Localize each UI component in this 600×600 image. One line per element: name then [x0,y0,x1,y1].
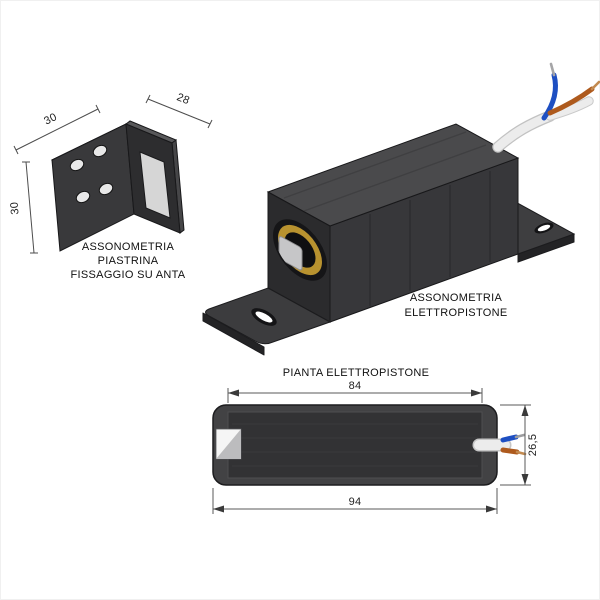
bracket-caption-line2: PIASTRINA [98,255,159,267]
bracket-caption: ASSONOMETRIA PIASTRINA FISSAGGIO SU ANTA [71,241,186,281]
plan-body-grain [232,423,478,467]
arrowhead [486,505,497,513]
rear-flange-slot [534,222,554,234]
front-mounting-flange [202,287,332,356]
bracket-hole [92,144,108,158]
brown-wire-tip [590,80,600,91]
front-flange-edge [202,312,265,356]
bracket-dim-top-width-label: 30 [42,111,59,128]
plan-body [227,411,483,479]
bracket-hole [75,190,91,204]
plan-piston-window [215,428,242,460]
bracket-dim-height-label: 30 [9,201,22,215]
plan-piston-plunger [216,429,241,459]
bracket-hole [98,182,114,196]
arrowhead [228,389,239,397]
body-top-grain [283,131,487,212]
plan-dim-body-length-label: 84 [349,380,362,392]
bracket-hole [69,158,85,172]
plan-dim-overall-width-label: 26,5 [527,434,539,457]
plan-brown-wire-tip [515,450,527,456]
plan-dim-overall-length-label: 94 [349,496,362,508]
bracket-dim-top-width [13,104,101,155]
bracket-plate-face [51,123,135,252]
plan-dim-overall-width: 26,5 [500,404,539,486]
white-wire [546,97,593,120]
electropiston-plan-view: PIANTA ELETTROPISTONE [212,367,539,514]
electropiston-isometric-view: ASSONOMETRIA ELETTROPISTONE [202,62,600,356]
blue-wire [541,72,559,121]
plan-blue-wire-tip [514,433,526,439]
bracket-flange-window [139,151,171,219]
plan-dim-overall-length: 94 [212,488,498,514]
arrowhead [521,474,529,485]
bracket-dim-height [22,161,38,254]
arrowhead [471,389,482,397]
blue-wire-tip [549,62,556,77]
plan-brown-wire [500,447,520,455]
iso-wires [492,62,600,153]
plan-blue-wire [500,434,519,443]
plan-title: PIANTA ELETTROPISTONE [283,367,429,379]
bracket-dim-flange-depth [145,94,213,129]
bracket-isometric-view: 30 28 30 ASSONOMETRIA PIASTRINA FISSAGGI… [9,91,213,281]
arrowhead [213,505,224,513]
bracket-screw-holes [69,144,114,204]
piston-bore [273,219,327,281]
electropiston-iso-caption: ASSONOMETRIA ELETTROPISTONE [404,292,507,319]
iso-caption-line2: ELETTROPISTONE [404,307,507,319]
plan-dim-body-length: 84 [227,380,483,403]
brown-wire [547,86,595,116]
body-side-grain [369,171,491,306]
iso-caption-line1: ASSONOMETRIA [410,292,503,304]
bracket-caption-line3: FISSAGGIO SU ANTA [71,269,186,281]
arrowhead [521,405,529,416]
front-flange-slot [251,308,277,326]
plan-wires [472,433,527,456]
bracket-dim-flange-depth-label: 28 [175,91,191,107]
cable-jacket [493,111,555,152]
bracket-caption-line1: ASSONOMETRIA [82,241,175,253]
